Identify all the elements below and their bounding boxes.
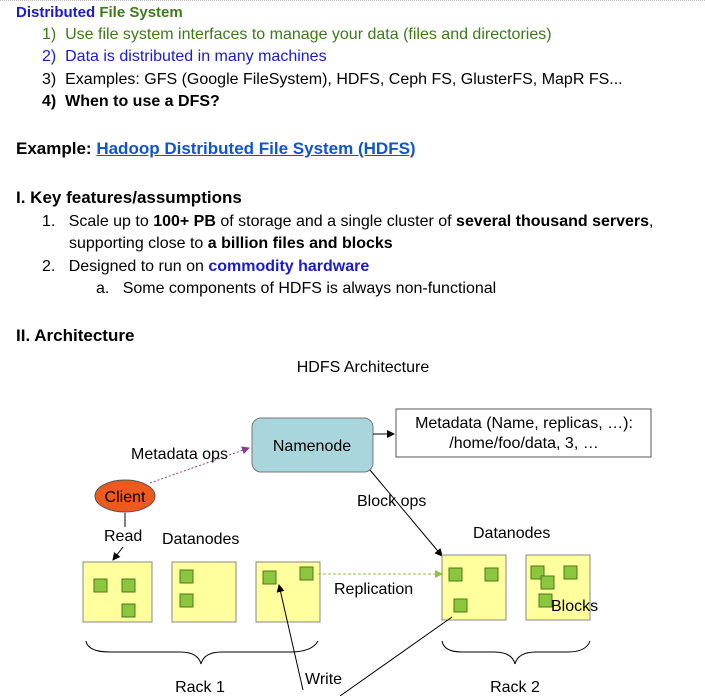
intro-item-2-text: Data is distributed in many machines bbox=[65, 48, 327, 65]
read-label: Read bbox=[104, 528, 142, 545]
intro-item-3: 3) Examples: GFS (Google FileSystem), HD… bbox=[42, 71, 623, 89]
intro-item-4-text: When to use a DFS? bbox=[65, 93, 220, 110]
block bbox=[179, 569, 194, 584]
rack1-datanode-1 bbox=[82, 561, 153, 623]
intro-item-1: 1) Use file system interfaces to manage … bbox=[42, 26, 552, 44]
feature-item-1-text-c: of storage and a single cluster of bbox=[215, 213, 457, 230]
write-label: Write bbox=[305, 671, 342, 688]
feature-item-2-num: 2. bbox=[42, 258, 56, 275]
block-ops-arrow bbox=[369, 469, 443, 557]
block bbox=[93, 578, 108, 593]
datanodes-left-label: Datanodes bbox=[162, 531, 239, 548]
feature-item-1-100pb: 100+ PB bbox=[153, 213, 216, 230]
intro-item-4-num: 4) bbox=[42, 93, 57, 110]
write-line-rack2 bbox=[339, 616, 453, 696]
feature-item-1-line1: 1. Scale up to 100+ PB of storage and a … bbox=[42, 213, 654, 231]
example-line: Example: Hadoop Distributed File System … bbox=[16, 139, 416, 159]
namenode-box bbox=[251, 417, 374, 473]
section1-heading: I. Key features/assumptions bbox=[16, 188, 242, 207]
intro-item-1-num: 1) bbox=[42, 26, 57, 43]
feature-item-1-text-a: Scale up to bbox=[68, 213, 154, 230]
blocks-label: Blocks bbox=[551, 598, 598, 615]
diagram-title: HDFS Architecture bbox=[297, 359, 430, 376]
block bbox=[121, 603, 136, 618]
section2-heading: II. Architecture bbox=[16, 326, 135, 345]
hdfs-link[interactable]: Hadoop Distributed File System (HDFS) bbox=[96, 139, 416, 158]
metadata-line1: Metadata (Name, replicas, …): bbox=[415, 415, 633, 432]
commodity-hardware: commodity hardware bbox=[208, 258, 370, 275]
rack2-brace bbox=[441, 640, 591, 665]
feature-item-1-servers: several thousand servers bbox=[456, 213, 650, 230]
intro-item-4: 4) When to use a DFS? bbox=[42, 93, 220, 111]
block bbox=[121, 578, 136, 593]
header-part1: Distributed bbox=[16, 4, 96, 21]
page-header: Distributed File System bbox=[16, 4, 183, 21]
block bbox=[262, 570, 277, 585]
example-label: Example: bbox=[16, 139, 92, 158]
feature-item-1-line2: supporting close to a billion files and … bbox=[69, 235, 393, 253]
top-dotted-line bbox=[0, 0, 705, 1]
block bbox=[299, 566, 314, 581]
feature-item-1-text-l2a: supporting close to bbox=[69, 235, 208, 252]
block bbox=[538, 593, 553, 608]
metadata-box bbox=[395, 408, 652, 458]
block bbox=[448, 567, 463, 582]
feature-sub-a: a. Some components of HDFS is always non… bbox=[96, 280, 496, 298]
intro-item-1-text: Use file system interfaces to manage you… bbox=[65, 26, 552, 43]
rack2-label: Rack 2 bbox=[490, 679, 540, 696]
block bbox=[563, 565, 578, 580]
intro-item-2-num: 2) bbox=[42, 48, 57, 65]
namenode-label: Namenode bbox=[273, 438, 351, 455]
read-arrow bbox=[112, 546, 124, 561]
metadata-line2: /home/foo/data, 3, … bbox=[449, 435, 598, 452]
intro-item-2: 2) Data is distributed in many machines bbox=[42, 48, 327, 66]
feature-item-1-billion: a billion files and blocks bbox=[207, 235, 393, 252]
datanodes-right-label: Datanodes bbox=[473, 525, 550, 542]
rack2-datanode-1 bbox=[441, 554, 507, 621]
write-arrow bbox=[276, 584, 304, 691]
feature-sub-a-text: Some components of HDFS is always non-fu… bbox=[122, 280, 497, 297]
feature-item-1-comma: , bbox=[649, 213, 654, 230]
metadata-ops-label: Metadata ops bbox=[131, 446, 228, 463]
replication-label: Replication bbox=[334, 581, 413, 598]
block bbox=[484, 567, 499, 582]
client-node bbox=[94, 479, 156, 513]
intro-item-3-num: 3) bbox=[42, 71, 57, 88]
rack1-label: Rack 1 bbox=[175, 679, 225, 696]
block bbox=[540, 575, 555, 590]
intro-item-3-text: Examples: GFS (Google FileSystem), HDFS,… bbox=[65, 71, 623, 88]
feature-item-1-num: 1. bbox=[42, 213, 56, 230]
block-ops-label: Block ops bbox=[357, 493, 426, 510]
header-part2: File System bbox=[95, 4, 183, 21]
block bbox=[453, 598, 468, 613]
feature-item-2-text-a: Designed to run on bbox=[68, 258, 209, 275]
feature-sub-a-num: a. bbox=[96, 280, 110, 297]
feature-item-2: 2. Designed to run on commodity hardware bbox=[42, 258, 369, 276]
client-label: Client bbox=[105, 489, 146, 506]
metadata-ops-arrow bbox=[149, 446, 250, 484]
block bbox=[179, 593, 194, 608]
rack1-brace bbox=[85, 640, 319, 665]
